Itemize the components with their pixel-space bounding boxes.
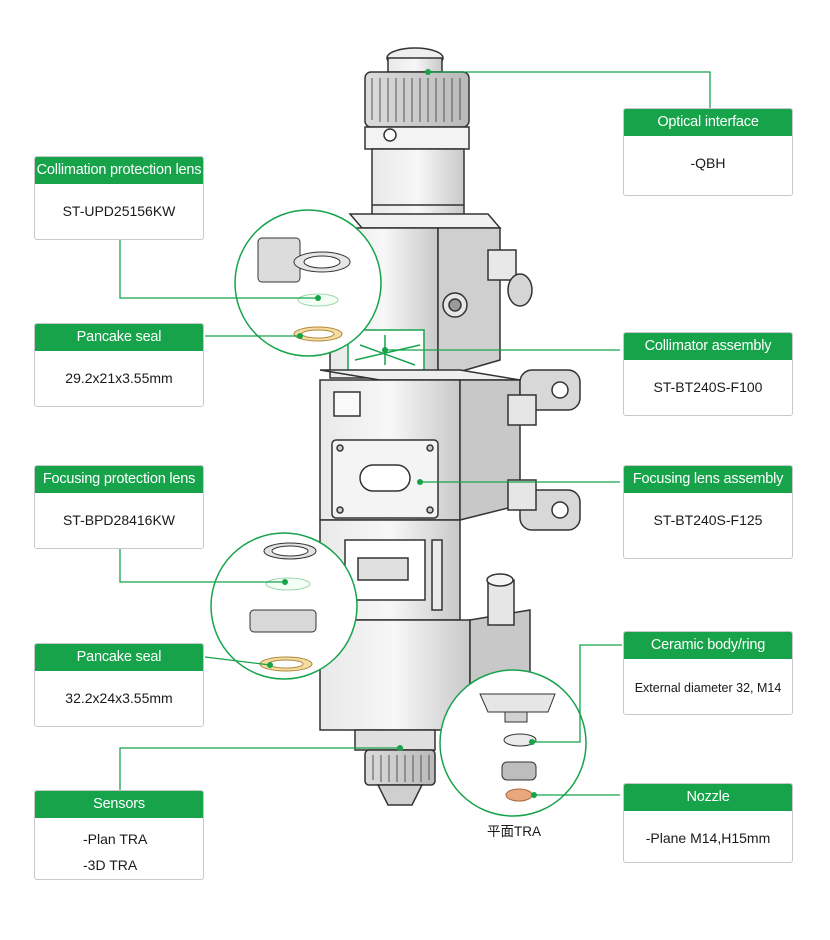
callout-focusing-protection-lens: Focusing protection lens ST-BPD28416KW	[34, 465, 204, 549]
collimator-block	[329, 213, 533, 379]
detail-circle-nozzle	[439, 669, 587, 817]
detail-circle-focusing	[210, 532, 358, 680]
callout-title: Pancake seal	[35, 324, 203, 351]
callout-optical-interface: Optical interface -QBH	[623, 108, 793, 196]
callout-value: -Plan TRA	[83, 831, 148, 847]
callout-value: ST-UPD25156KW	[62, 203, 176, 219]
callout-title: Collimation protection lens	[35, 157, 203, 184]
callout-title: Nozzle	[624, 784, 792, 811]
callout-collimator-assembly: Collimator assembly ST-BT240S-F100	[623, 332, 793, 416]
detail-circle-collimation	[234, 209, 382, 357]
callout-title: Sensors	[35, 791, 203, 818]
callout-value: ST-BPD28416KW	[62, 512, 176, 528]
callout-title: Focusing protection lens	[35, 466, 203, 493]
callout-value: External diameter 32, M14	[634, 681, 782, 695]
callout-value: ST-BT240S-F100	[653, 379, 763, 395]
callout-title: Ceramic body/ring	[624, 632, 792, 659]
callout-focusing-lens-assembly: Focusing lens assembly ST-BT240S-F125	[623, 465, 793, 559]
callout-value: 29.2x21x3.55mm	[65, 370, 173, 386]
callout-collimation-protection-lens: Collimation protection lens ST-UPD25156K…	[34, 156, 204, 240]
callout-value: -3D TRA	[83, 857, 138, 873]
callout-sensors: Sensors -Plan TRA -3D TRA	[34, 790, 204, 880]
callout-value: -QBH	[690, 155, 726, 171]
leader-lines	[119, 71, 711, 796]
callout-title: Optical interface	[624, 109, 792, 136]
callout-value: 32.2x24x3.55mm	[65, 690, 173, 706]
nozzle-caption: 平面TRA	[487, 824, 541, 839]
callout-value: ST-BT240S-F125	[653, 512, 763, 528]
callout-pancake-seal-2: Pancake seal 32.2x24x3.55mm	[34, 643, 204, 727]
leader-dots	[267, 69, 537, 798]
qbh-connector	[364, 47, 470, 220]
callout-pancake-seal-1: Pancake seal 29.2x21x3.55mm	[34, 323, 204, 407]
callout-title: Collimator assembly	[624, 333, 792, 360]
callout-nozzle: Nozzle -Plane M14,H15mm	[623, 783, 793, 863]
focusing-body	[319, 369, 581, 806]
callout-ceramic-body-ring: Ceramic body/ring External diameter 32, …	[623, 631, 793, 715]
callout-value: -Plane M14,H15mm	[645, 830, 771, 846]
callout-title: Pancake seal	[35, 644, 203, 671]
callout-title: Focusing lens assembly	[624, 466, 792, 493]
